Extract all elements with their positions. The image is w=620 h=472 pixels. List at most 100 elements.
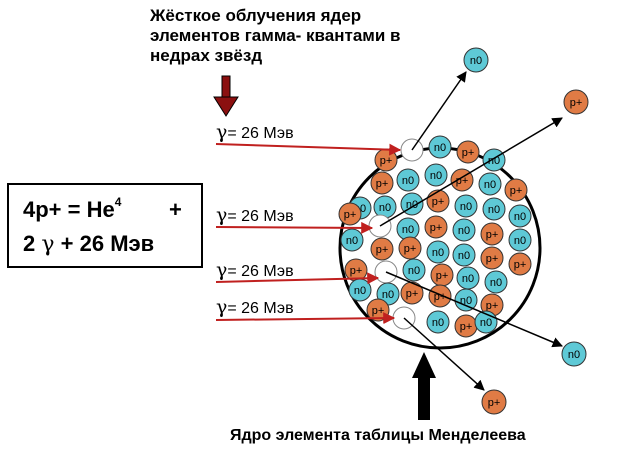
svg-text:n0: n0 — [379, 202, 391, 214]
title: Жёсткое облучения ядер элементов гамма- … — [150, 6, 480, 66]
ejection-arrow — [379, 117, 563, 227]
proton-particle: p+ — [398, 236, 422, 260]
gamma-symbol: γ — [216, 204, 228, 226]
proton-particle: p+ — [370, 237, 394, 261]
svg-text:n0: n0 — [402, 224, 414, 236]
svg-text:p+: p+ — [406, 288, 419, 300]
proton-particle: p+ — [481, 389, 507, 415]
proton-particle: p+ — [508, 252, 532, 276]
ejection-arrow — [385, 271, 563, 348]
proton-particle: p+ — [504, 178, 528, 202]
proton-particle: p+ — [454, 314, 478, 338]
svg-text:n0: n0 — [460, 201, 472, 213]
gamma-symbol: γ — [216, 121, 228, 143]
svg-text:n0: n0 — [354, 285, 366, 297]
proton-particle: p+ — [338, 202, 362, 226]
proton-particle: p+ — [456, 140, 480, 164]
proton-particle: p+ — [480, 293, 504, 317]
svg-text:n0: n0 — [402, 175, 414, 187]
red-down-arrow-icon — [213, 75, 239, 117]
svg-text:p+: p+ — [460, 321, 473, 333]
svg-text:n0: n0 — [484, 179, 496, 191]
proton-particle: p+ — [430, 263, 454, 287]
svg-text:n0: n0 — [434, 142, 446, 154]
equation-line-1-text: 4p+ = He — [23, 197, 115, 222]
svg-text:p+: p+ — [350, 265, 363, 277]
svg-text:n0: n0 — [568, 349, 580, 361]
gamma-energy: = 26 Мэв — [227, 208, 294, 225]
svg-text:n0: n0 — [514, 211, 526, 223]
svg-text:p+: p+ — [344, 209, 357, 221]
svg-text:p+: p+ — [486, 229, 499, 241]
svg-text:p+: p+ — [430, 222, 443, 234]
title-line-2: элементов гамма- квантами в — [150, 26, 401, 45]
svg-text:n0: n0 — [430, 170, 442, 182]
svg-text:n0: n0 — [462, 273, 474, 285]
nucleus-caption: Ядро элемента таблицы Менделеева — [230, 427, 526, 444]
svg-text:p+: p+ — [510, 185, 523, 197]
svg-text:p+: p+ — [436, 270, 449, 282]
equation-energy: + 26 Мэв — [60, 231, 155, 256]
svg-text:p+: p+ — [432, 196, 445, 208]
proton-particle: p+ — [480, 222, 504, 246]
proton-particle: p+ — [374, 148, 398, 172]
svg-text:n0: n0 — [432, 317, 444, 329]
black-up-arrow-icon — [412, 352, 436, 420]
gamma-symbol: γ — [216, 259, 228, 281]
neutron-particle: n0 — [402, 258, 426, 282]
svg-text:p+: p+ — [376, 178, 389, 190]
svg-text:n0: n0 — [514, 235, 526, 247]
equation-superscript: 4 — [114, 195, 122, 209]
gamma-label-1: γ= 26 Мэв — [216, 121, 294, 143]
neutron-particle: n0 — [463, 47, 489, 73]
svg-text:n0: n0 — [458, 250, 470, 262]
svg-text:p+: p+ — [486, 300, 499, 312]
gamma-ray-arrow — [215, 143, 402, 156]
svg-text:n0: n0 — [346, 235, 358, 247]
neutron-particle: n0 — [454, 288, 478, 312]
svg-text:n0: n0 — [480, 317, 492, 329]
svg-text:p+: p+ — [488, 397, 501, 409]
proton-particle: p+ — [480, 246, 504, 270]
neutron-particle: n0 — [482, 197, 506, 221]
equation-plus: + — [169, 197, 182, 222]
svg-text:n0: n0 — [488, 204, 500, 216]
neutron-particle: n0 — [348, 278, 372, 302]
proton-particle: p+ — [370, 171, 394, 195]
gamma-label-4: γ= 26 Мэв — [216, 296, 294, 318]
equation-gamma: γ — [41, 232, 55, 257]
svg-text:p+: p+ — [376, 244, 389, 256]
svg-text:n0: n0 — [470, 55, 482, 67]
proton-particle: p+ — [428, 284, 452, 308]
neutron-particle: n0 — [482, 148, 506, 172]
proton-particle: p+ — [424, 215, 448, 239]
svg-text:p+: p+ — [570, 97, 583, 109]
svg-text:p+: p+ — [486, 253, 499, 265]
neutron-particle: n0 — [340, 228, 364, 252]
neutron-particle: n0 — [456, 266, 480, 290]
neutron-particle: n0 — [373, 195, 397, 219]
svg-text:n0: n0 — [382, 289, 394, 301]
gamma-ray-arrow — [215, 272, 380, 285]
svg-text:p+: p+ — [456, 175, 469, 187]
svg-text:n0: n0 — [408, 265, 420, 277]
equation-box: 4p+ = He4 + 2 γ + 26 Мэв — [7, 183, 203, 268]
svg-text:p+: p+ — [372, 305, 385, 317]
neutron-particle: n0 — [452, 218, 476, 242]
gamma-label-2: γ= 26 Мэв — [216, 204, 294, 226]
neutron-particle: n0 — [561, 341, 587, 367]
neutron-particle: n0 — [426, 240, 450, 264]
neutron-particle: n0 — [454, 194, 478, 218]
title-line-1: Жёсткое облучения ядер — [150, 6, 362, 25]
svg-text:n0: n0 — [488, 155, 500, 167]
proton-particle: p+ — [563, 89, 589, 115]
proton-particle: p+ — [426, 189, 450, 213]
neutron-particle: n0 — [424, 163, 448, 187]
svg-text:n0: n0 — [490, 277, 502, 289]
neutron-particle: n0 — [484, 270, 508, 294]
svg-text:p+: p+ — [514, 259, 527, 271]
equation-coefficient: 2 — [23, 231, 36, 256]
svg-text:n0: n0 — [458, 225, 470, 237]
neutron-particle: n0 — [426, 310, 450, 334]
